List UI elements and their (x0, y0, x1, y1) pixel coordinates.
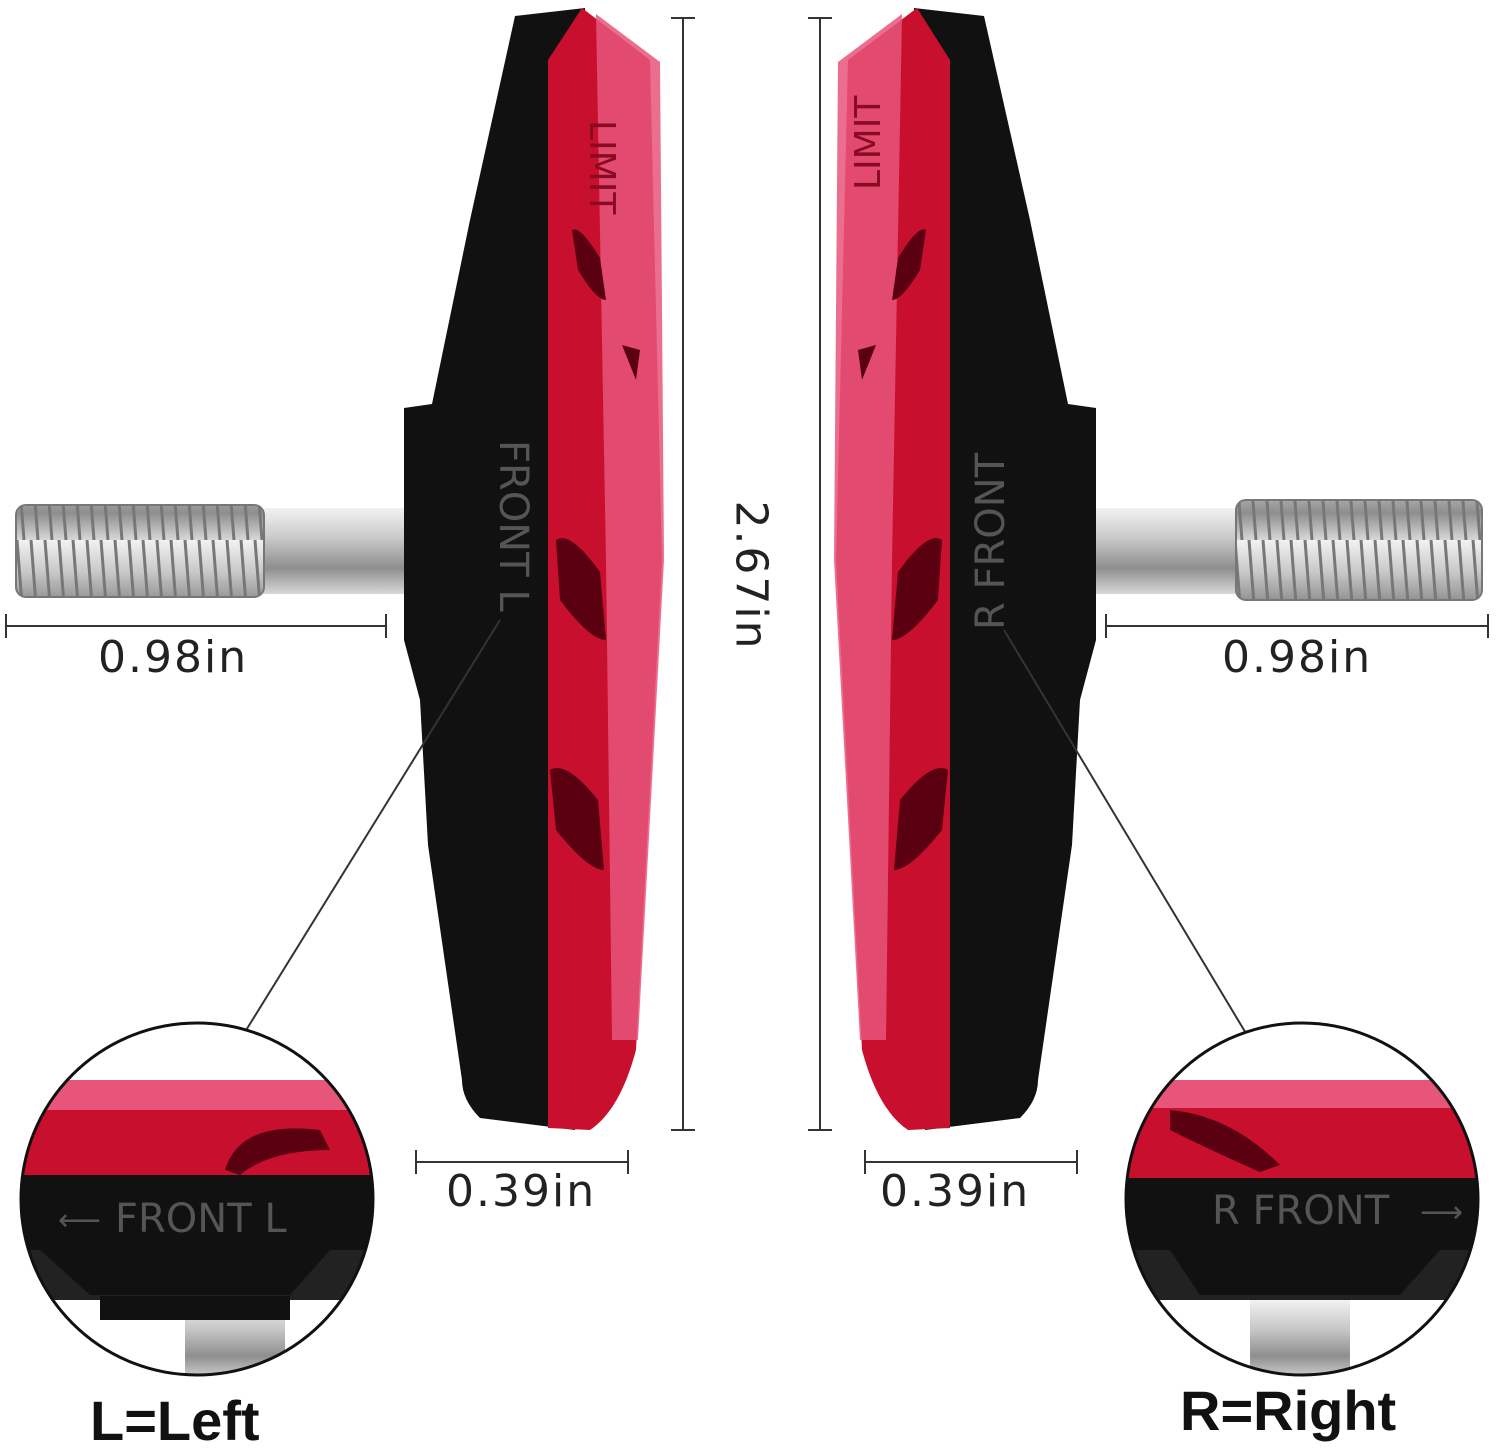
right-pad-width-label: 0.39in (880, 1166, 1031, 1217)
left-thread (15, 504, 265, 598)
left-shaft (255, 508, 415, 594)
left-zoom-detail: FRONT L ⟵ (19, 1021, 375, 1377)
right-zoom-marking: R FRONT (1212, 1188, 1390, 1234)
right-brake-pad: LIMIT R FRONT (834, 8, 1483, 1130)
pad-length-label: 2.67in (725, 500, 777, 651)
svg-text:⟵: ⟵ (58, 1203, 101, 1238)
right-limit-marking: LIMIT (848, 95, 889, 190)
left-limit-marking: LIMIT (581, 120, 622, 215)
left-zoom-marking: FRONT L (115, 1196, 287, 1242)
svg-text:⟶: ⟶ (1420, 1195, 1463, 1230)
left-front-marking: FRONT L (490, 440, 536, 612)
right-legend: R=Right (1180, 1379, 1397, 1442)
right-thread-length-label: 0.98in (1222, 632, 1373, 683)
right-shaft (1085, 508, 1245, 594)
right-thread (1235, 499, 1483, 601)
left-pad-width-label: 0.39in (446, 1166, 597, 1217)
left-thread-length-label: 0.98in (98, 632, 249, 683)
left-holder (404, 8, 585, 1130)
dimension-lines (5, 17, 1489, 1174)
left-legend: L=Left (90, 1389, 260, 1452)
right-front-marking: R FRONT (968, 452, 1014, 630)
right-zoom-detail: R FRONT ⟶ (1124, 1021, 1480, 1377)
right-holder (914, 8, 1096, 1130)
left-brake-pad: LIMIT FRONT L (15, 8, 664, 1130)
